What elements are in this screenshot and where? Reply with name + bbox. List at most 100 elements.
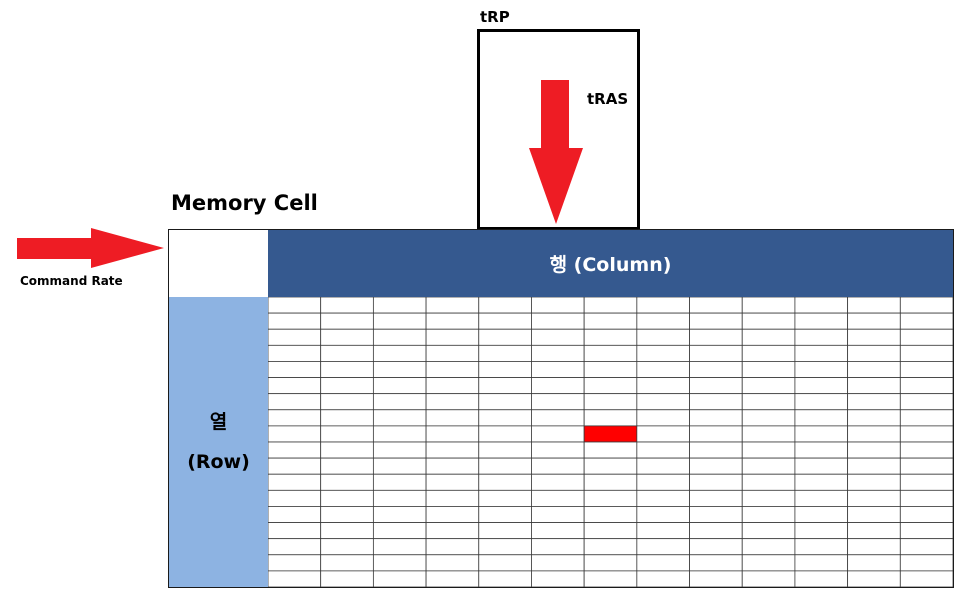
grid-cell xyxy=(689,554,743,572)
grid-cell xyxy=(372,377,427,395)
grid-cell xyxy=(268,489,322,507)
grid-cell xyxy=(320,489,374,507)
grid-cell xyxy=(478,522,532,540)
grid-cell xyxy=(847,570,901,587)
grid-cell xyxy=(320,328,374,346)
grid-cell xyxy=(741,473,796,491)
grid-cell xyxy=(268,457,322,475)
grid-cell xyxy=(689,506,743,523)
row-header-label-english: (Row) xyxy=(187,451,250,473)
grid-cell xyxy=(268,441,322,459)
grid-cell xyxy=(899,473,953,491)
grid-cell xyxy=(583,361,638,378)
grid-cell xyxy=(636,393,690,411)
grid-cell xyxy=(794,297,849,314)
grid-cell xyxy=(478,409,532,427)
grid-cell xyxy=(478,312,532,330)
grid-cell xyxy=(268,473,322,491)
grid-cell xyxy=(531,377,585,395)
grid-cell xyxy=(425,344,480,362)
grid-cell xyxy=(478,425,532,443)
grid-cell xyxy=(899,570,953,587)
grid-cell xyxy=(531,312,585,330)
grid-cell xyxy=(478,473,532,491)
grid-cell xyxy=(583,377,638,395)
grid-cell xyxy=(531,297,585,314)
grid-cell xyxy=(794,393,849,411)
grid-cell xyxy=(478,538,532,556)
grid-cell xyxy=(636,425,690,443)
grid-cell xyxy=(268,522,322,540)
grid-cell xyxy=(583,522,638,540)
grid-cell xyxy=(478,297,532,314)
grid-cell xyxy=(689,489,743,507)
grid-cell xyxy=(794,554,849,572)
grid-cell xyxy=(320,393,374,411)
grid-cell xyxy=(478,328,532,346)
tras-label: tRAS xyxy=(587,90,629,108)
grid-cell xyxy=(741,554,796,572)
grid-cell xyxy=(531,361,585,378)
grid-cell xyxy=(899,409,953,427)
grid-cell xyxy=(320,554,374,572)
grid-cell xyxy=(268,297,322,314)
grid-cell xyxy=(583,506,638,523)
grid-cell xyxy=(531,344,585,362)
grid-cell xyxy=(372,506,427,523)
grid-cell xyxy=(741,425,796,443)
grid-cell xyxy=(689,522,743,540)
grid-cell xyxy=(531,506,585,523)
column-header: 행 (Column) xyxy=(268,230,953,297)
grid-cell xyxy=(741,441,796,459)
grid-cell xyxy=(425,328,480,346)
grid-cell xyxy=(531,393,585,411)
grid-cell xyxy=(847,457,901,475)
grid-cell xyxy=(847,328,901,346)
grid-cell xyxy=(636,409,690,427)
grid-cell xyxy=(636,457,690,475)
grid-cell xyxy=(741,377,796,395)
grid-cell xyxy=(847,538,901,556)
corner-cell xyxy=(169,230,268,297)
grid-cell xyxy=(794,328,849,346)
row-header: 열 (Row) xyxy=(169,297,268,587)
grid-cell xyxy=(268,377,322,395)
grid-cell xyxy=(689,538,743,556)
grid-cell xyxy=(741,506,796,523)
grid-cell xyxy=(478,344,532,362)
grid-cell xyxy=(372,473,427,491)
grid-cell xyxy=(583,554,638,572)
grid-cell xyxy=(268,538,322,556)
grid-cell xyxy=(268,393,322,411)
grid-cell xyxy=(794,425,849,443)
grid-cell xyxy=(899,425,953,443)
grid-cell xyxy=(636,554,690,572)
grid-cell xyxy=(478,393,532,411)
grid-cell xyxy=(320,377,374,395)
grid-cell xyxy=(636,312,690,330)
grid-cell xyxy=(899,328,953,346)
grid-cell xyxy=(320,522,374,540)
grid-cell xyxy=(794,361,849,378)
grid-cell xyxy=(478,570,532,587)
grid-cell xyxy=(794,377,849,395)
grid-cell xyxy=(583,473,638,491)
grid-cell xyxy=(636,328,690,346)
grid-cell xyxy=(531,457,585,475)
grid-cell xyxy=(531,554,585,572)
grid-cell xyxy=(478,457,532,475)
grid-cell xyxy=(531,489,585,507)
grid-cell xyxy=(531,425,585,443)
grid-cell xyxy=(425,409,480,427)
grid-cell xyxy=(741,457,796,475)
grid-cell xyxy=(741,344,796,362)
grid-cell xyxy=(689,441,743,459)
grid-cell xyxy=(583,328,638,346)
grid-cell xyxy=(847,409,901,427)
grid-cell xyxy=(531,409,585,427)
grid-cell xyxy=(320,344,374,362)
grid-cell xyxy=(583,344,638,362)
grid-cell xyxy=(372,489,427,507)
grid-cell xyxy=(794,522,849,540)
grid-cell xyxy=(847,473,901,491)
